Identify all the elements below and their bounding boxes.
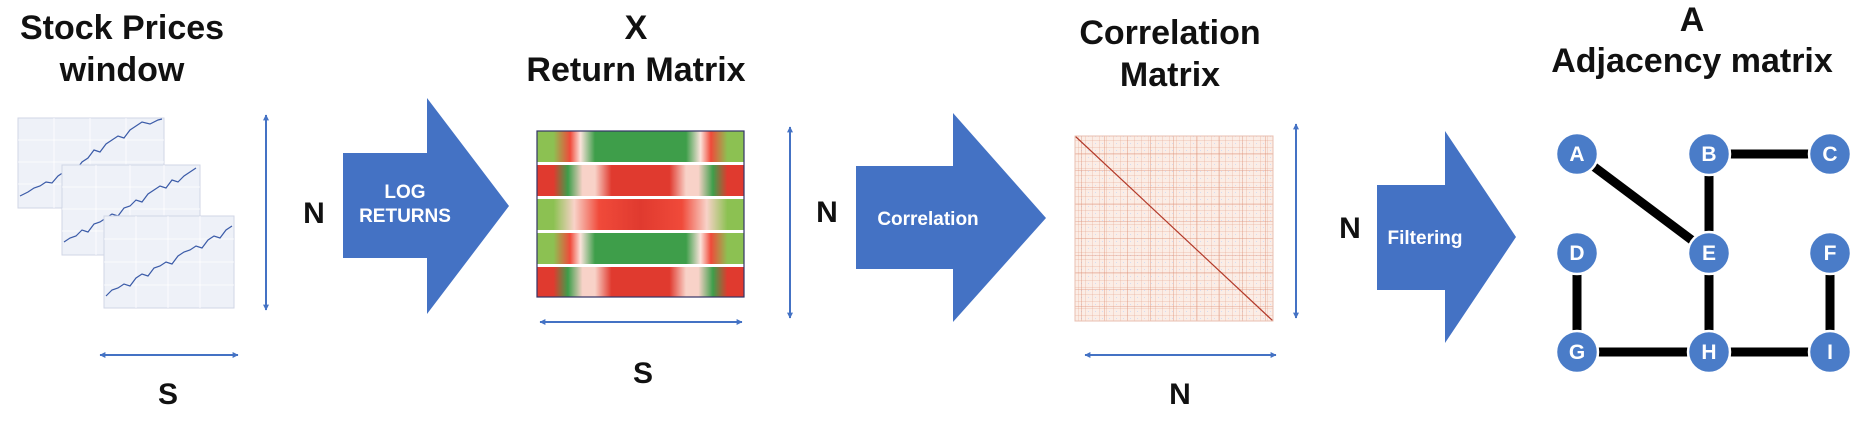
filtering-arrow-label: Filtering bbox=[1388, 228, 1463, 249]
graph-node-b: B bbox=[1686, 131, 1732, 177]
graph-node-label: E bbox=[1702, 242, 1716, 265]
graph-node-label: B bbox=[1701, 143, 1716, 166]
adjacency-title-line2: Adjacency matrix bbox=[1551, 42, 1833, 80]
stock-title-line2: window bbox=[59, 51, 185, 89]
graph-node-f: F bbox=[1807, 230, 1853, 276]
graph-node-g: G bbox=[1554, 329, 1600, 375]
graph-node-label: A bbox=[1569, 143, 1584, 166]
returns-title-line1: X bbox=[625, 9, 648, 47]
log-returns-label-line1: LOG bbox=[384, 182, 425, 203]
graph-node-d: D bbox=[1554, 230, 1600, 276]
correlation-process-arrow bbox=[856, 113, 1046, 322]
graph-node-c: C bbox=[1807, 131, 1853, 177]
returns-rows-label: N bbox=[816, 196, 838, 229]
correlation-matrix bbox=[1074, 135, 1274, 322]
correlation-cols-label: N bbox=[1169, 378, 1191, 411]
graph-node-label: C bbox=[1822, 143, 1837, 166]
graph-node-label: I bbox=[1827, 341, 1833, 364]
return-matrix bbox=[536, 130, 745, 298]
graph-node-i: I bbox=[1807, 329, 1853, 375]
stock-title-line1: Stock Prices bbox=[20, 9, 224, 47]
correlation-title-line1: Correlation bbox=[1079, 14, 1260, 52]
returns-cols-label: S bbox=[633, 357, 653, 390]
graph-node-label: G bbox=[1569, 341, 1585, 364]
graph-node-label: H bbox=[1701, 341, 1716, 364]
stock-chart-thumbnail bbox=[103, 215, 235, 309]
correlation-arrow-label: Correlation bbox=[877, 209, 978, 230]
log-returns-process-arrow bbox=[343, 98, 509, 314]
correlation-title-line2: Matrix bbox=[1120, 56, 1220, 94]
stock-rows-label: N bbox=[303, 197, 325, 230]
stock-cols-label: S bbox=[158, 378, 178, 411]
graph-node-h: H bbox=[1686, 329, 1732, 375]
graph-node-label: F bbox=[1824, 242, 1837, 265]
returns-title-line2: Return Matrix bbox=[526, 51, 745, 89]
adjacency-rows-label: N bbox=[1339, 212, 1361, 245]
filtering-process-arrow bbox=[1377, 131, 1516, 343]
graph-edge-a-e bbox=[1574, 150, 1712, 257]
stock-price-thumbnails bbox=[17, 117, 235, 309]
graph-node-e: E bbox=[1686, 230, 1732, 276]
graph-node-a: A bbox=[1554, 131, 1600, 177]
log-returns-label-line2: RETURNS bbox=[359, 206, 451, 227]
graph-node-label: D bbox=[1569, 242, 1584, 265]
adjacency-title-line1: A bbox=[1680, 1, 1705, 39]
graph-nodes: A B C D E F G H I bbox=[1554, 131, 1853, 375]
